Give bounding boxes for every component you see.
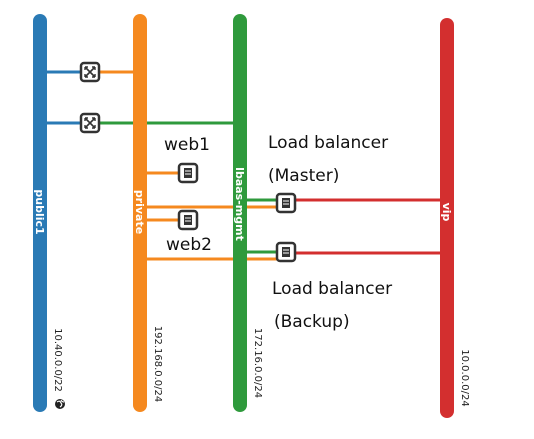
network-name: private	[133, 190, 146, 234]
network-bar	[133, 14, 147, 412]
globe-icon	[55, 399, 65, 409]
server-icon[interactable]	[275, 241, 297, 263]
network-bar	[33, 14, 47, 412]
network-name: vip	[440, 203, 453, 222]
network-cidr: 192.168.0.0/24	[152, 326, 163, 403]
router-icon[interactable]	[79, 112, 101, 134]
lb-master-role: (Master)	[268, 166, 339, 186]
network-bar	[440, 18, 454, 418]
network-public1[interactable]: public1 10.40.0.0/22	[33, 14, 65, 412]
web1-label: web1	[164, 135, 210, 155]
network-name: lbaas-mgmt	[233, 167, 246, 241]
network-cidr: 172.16.0.0/24	[252, 328, 263, 398]
network-bar	[233, 14, 247, 412]
network-name: public1	[33, 189, 46, 234]
network-lbaas-mgmt[interactable]: lbaas-mgmt 172.16.0.0/24	[233, 14, 263, 412]
network-cidr: 10.40.0.0/22	[52, 328, 63, 392]
network-private[interactable]: private 192.168.0.0/24	[133, 14, 163, 412]
router-icon[interactable]	[79, 61, 101, 83]
server-icon[interactable]	[177, 162, 199, 184]
server-icon[interactable]	[177, 209, 199, 231]
network-cidr: 10.0.0.0/24	[459, 349, 470, 406]
lb-backup-role: (Backup)	[274, 312, 350, 332]
lb-backup-label: Load balancer	[272, 279, 392, 299]
annotations: web1 web2 Load balancer (Master) Load ba…	[164, 133, 392, 332]
lb-master-label: Load balancer	[268, 133, 388, 153]
server-icon[interactable]	[275, 192, 297, 214]
web2-label: web2	[166, 235, 212, 255]
network-vip[interactable]: vip 10.0.0.0/24	[440, 18, 470, 418]
